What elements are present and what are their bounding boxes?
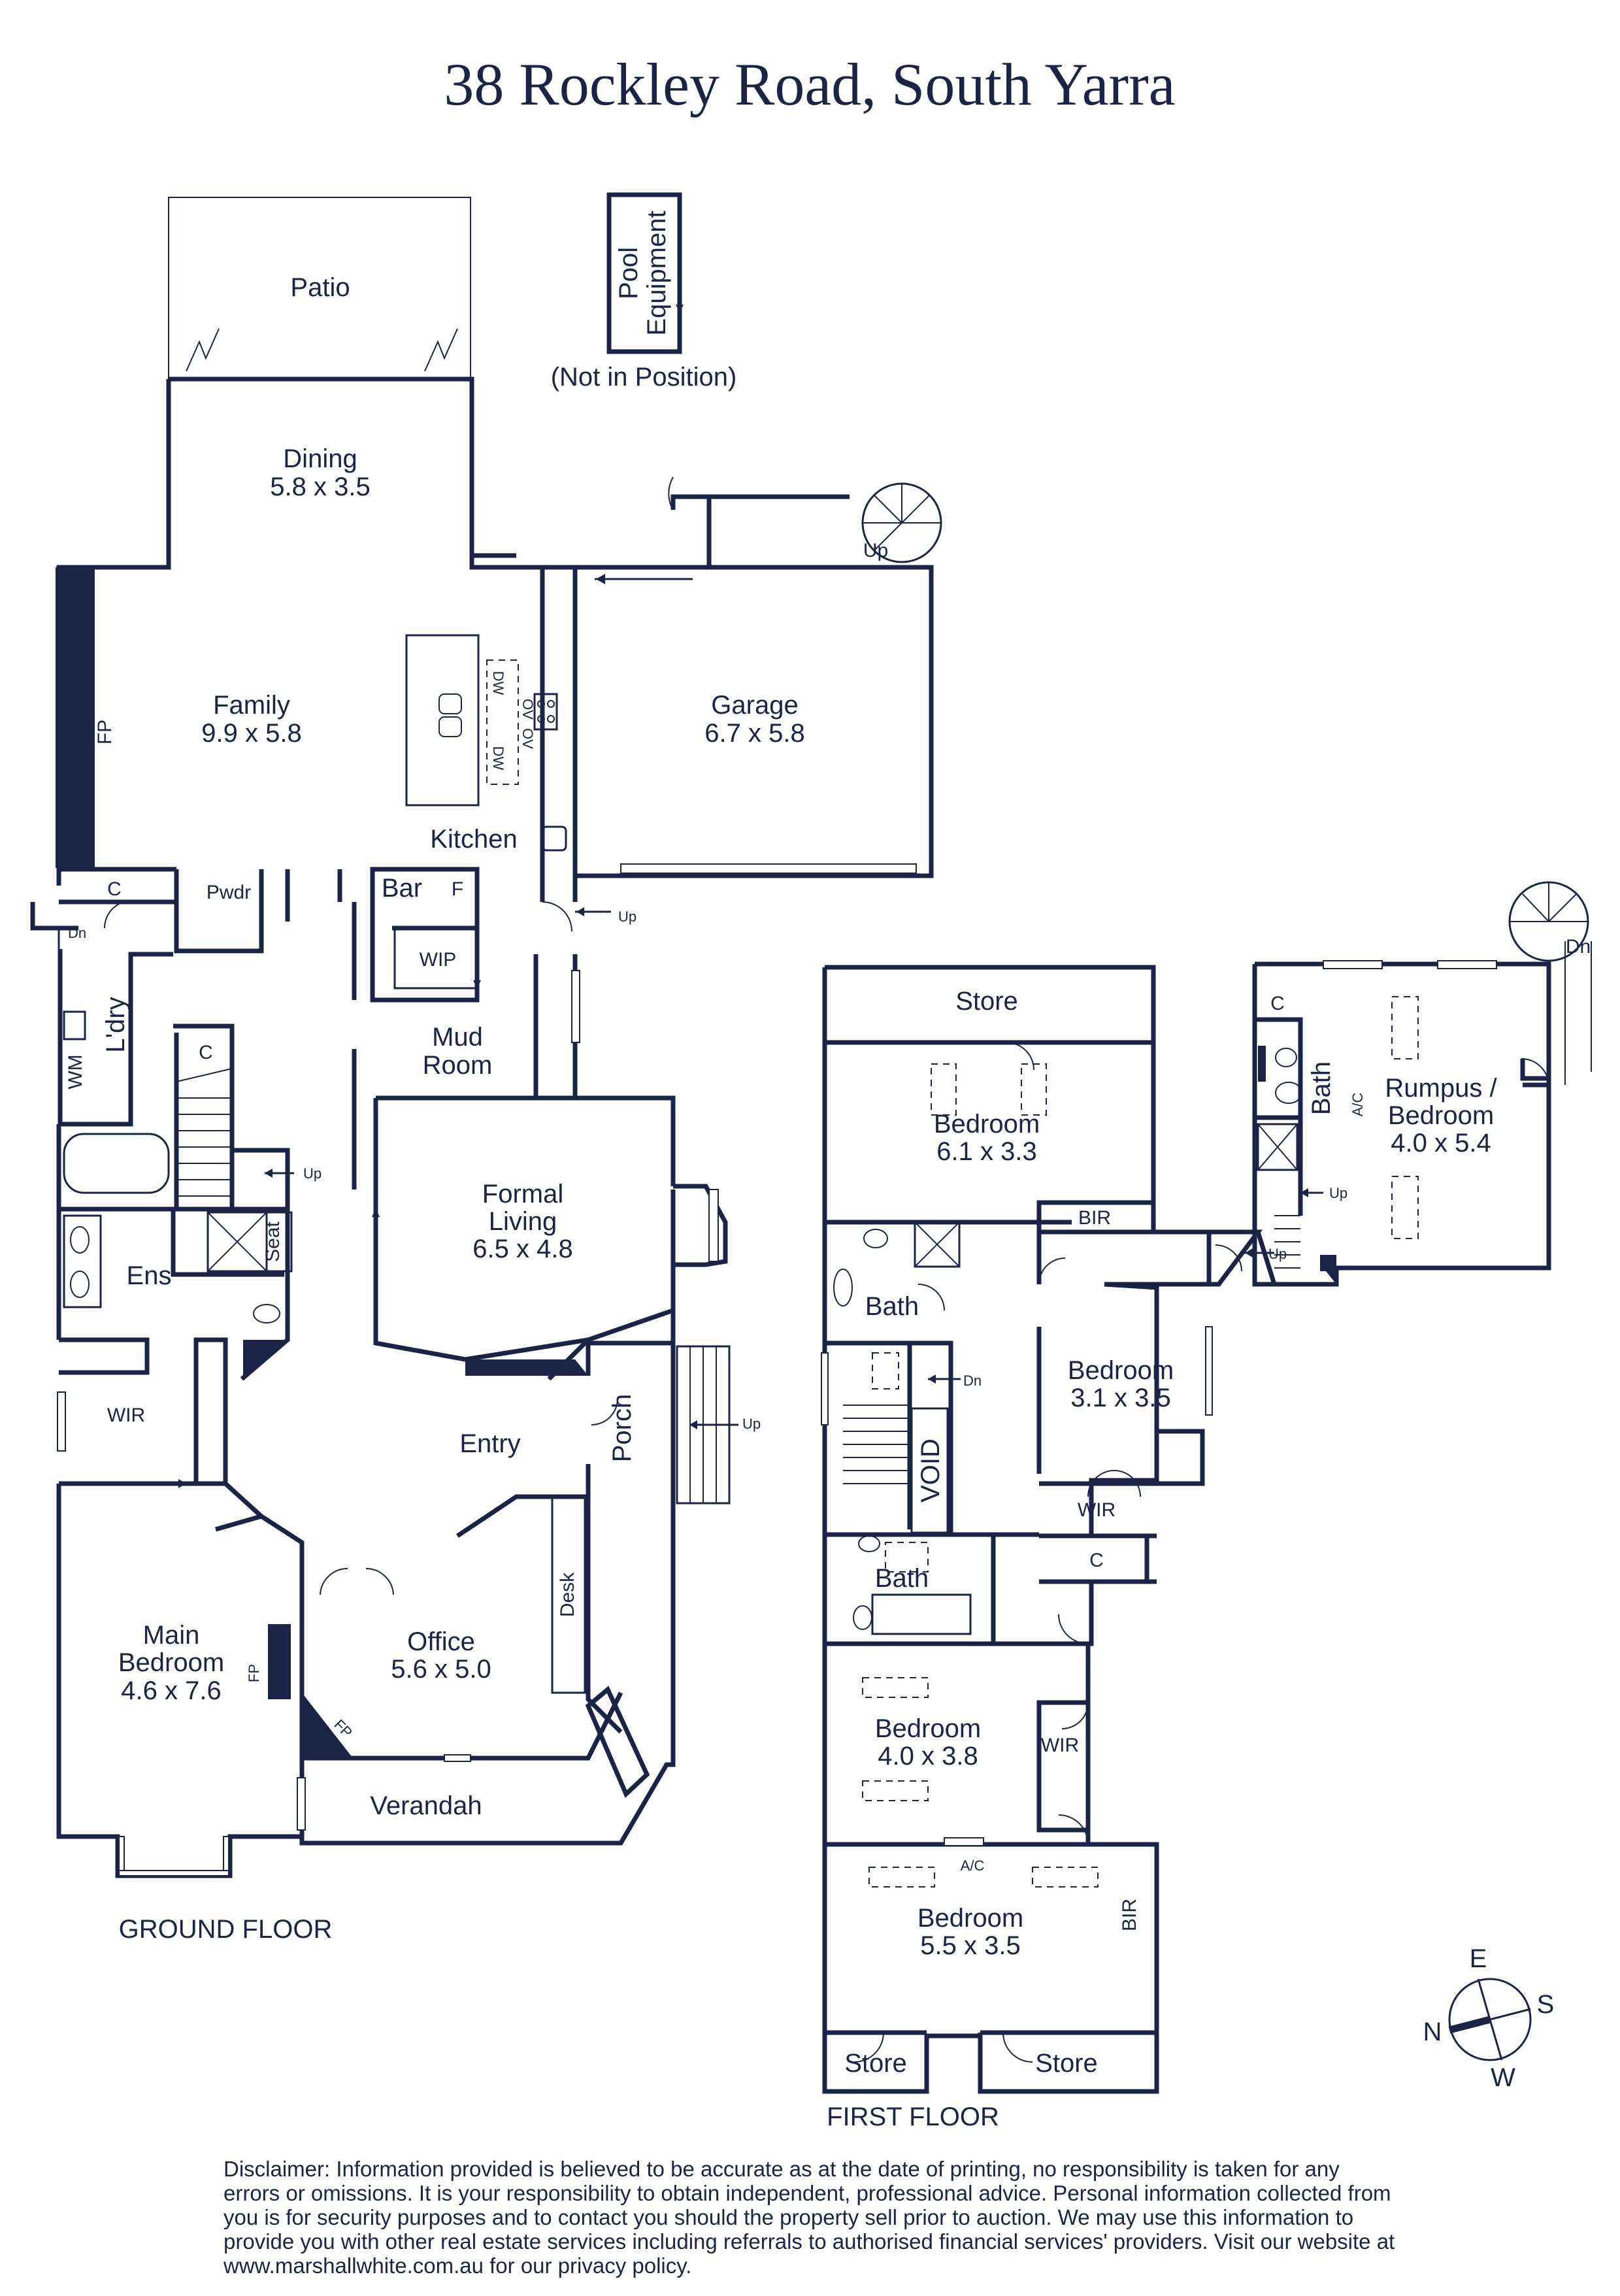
compass-w: W — [1491, 2063, 1515, 2092]
rumpus-cupboard-label: C — [1270, 993, 1285, 1014]
ensuite-label: Ens — [127, 1261, 172, 1290]
garage-label: Garage — [711, 691, 798, 720]
rumpus-label-2: Bedroom — [1388, 1101, 1494, 1130]
main-bedroom-label-2: Bedroom — [118, 1648, 224, 1677]
rumpus-label-1: Rumpus / — [1385, 1074, 1497, 1103]
stair-cupboard-label: C — [199, 1042, 213, 1063]
disclaimer-text: Disclaimer: Information provided is beli… — [223, 2157, 1395, 2278]
entry-label: Entry — [459, 1429, 520, 1458]
ground-wir-label: WIR — [107, 1405, 145, 1426]
kitchen-stair-up-label: Up — [618, 908, 636, 925]
mud-room-label-2: Room — [423, 1051, 493, 1080]
rumpus-spiral-dn-label: Dn — [1566, 936, 1591, 957]
cupboard-label: C — [107, 878, 122, 900]
garage-stair-up-label: Up — [863, 540, 888, 561]
laundry-stair-dn-label: Dn — [68, 925, 86, 941]
laundry-label: L'dry — [101, 997, 130, 1052]
bedroom-2-size: 3.1 x 3.5 — [1070, 1384, 1170, 1412]
seat-label: Seat — [262, 1221, 284, 1261]
bir-1-label: BIR — [1078, 1207, 1111, 1229]
porch-label: Porch — [608, 1394, 636, 1463]
compass: E S W N — [1423, 1944, 1555, 2092]
wir-3-label: WIR — [1041, 1735, 1079, 1756]
compass-s: S — [1537, 1990, 1555, 2019]
bath-1-label: Bath — [865, 1292, 919, 1321]
ov-label-1: OV — [520, 699, 536, 720]
pool-equipment-label-1: Pool — [614, 247, 643, 299]
rumpus-ac-label: A/C — [1349, 1093, 1366, 1117]
garage-size: 6.7 x 5.8 — [704, 719, 804, 748]
compass-rose-icon — [1448, 1978, 1532, 2061]
bar-label: Bar — [382, 874, 422, 903]
mud-room-label-1: Mud — [432, 1023, 483, 1052]
main-bedroom-size: 4.6 x 7.6 — [121, 1676, 221, 1705]
family-fp-label: FP — [94, 720, 116, 744]
family-size: 9.9 x 5.8 — [201, 719, 301, 748]
dining-label: Dining — [283, 444, 357, 473]
rumpus-bath-label: Bath — [1307, 1061, 1336, 1115]
bedroom-1-size: 6.1 x 3.3 — [936, 1137, 1036, 1166]
desk-label: Desk — [557, 1572, 578, 1617]
ground-floor-label: GROUND FLOOR — [119, 1915, 333, 1944]
bedroom-4-size: 5.5 x 3.5 — [920, 1931, 1020, 1960]
main-bedroom-fp-label: FP — [246, 1664, 262, 1682]
ov-label-2: OV — [520, 728, 536, 749]
ens-stair-up-label: Up — [303, 1165, 322, 1182]
dw-label-2: DW — [490, 746, 506, 771]
dw-label-1: DW — [490, 671, 506, 695]
washing-machine-label: WM — [65, 1054, 86, 1089]
bedroom-2-label: Bedroom — [1068, 1356, 1174, 1385]
wir-2-label: WIR — [1078, 1499, 1116, 1521]
bedroom-4-ac-label: A/C — [961, 1857, 985, 1874]
corridor-stair-up-label: Up — [1268, 1246, 1287, 1262]
family-feature-wall — [56, 567, 95, 868]
bath-2-label: Bath — [875, 1564, 929, 1593]
pool-equipment-label-2: Equipment — [642, 210, 671, 335]
bedroom-3-label: Bedroom — [875, 1714, 981, 1743]
family-label: Family — [213, 691, 290, 720]
top-store-label: Store — [955, 987, 1018, 1016]
formal-living-size: 6.5 x 4.8 — [472, 1235, 572, 1263]
main-bedroom-label-1: Main — [143, 1621, 200, 1650]
pool-equipment: Pool Equipment (Not in Position) — [551, 192, 737, 391]
ground-floor-plan — [30, 197, 942, 1878]
dining-size: 5.8 x 3.5 — [270, 473, 370, 501]
rumpus-stair-up-label: Up — [1329, 1185, 1347, 1201]
kitchen-island — [405, 634, 480, 807]
fridge-label: F — [452, 878, 463, 900]
formal-living-label-1: Formal — [482, 1180, 563, 1208]
void-label: VOID — [916, 1439, 945, 1503]
verandah-label: Verandah — [370, 1791, 482, 1820]
not-in-position-note: (Not in Position) — [551, 363, 737, 391]
kitchen-label: Kitchen — [430, 825, 517, 854]
patio-label: Patio — [290, 273, 350, 302]
store-right-label: Store — [1035, 2049, 1098, 2078]
compass-e: E — [1470, 1944, 1487, 1973]
first-stair-dn-label: Dn — [963, 1373, 982, 1389]
compass-n: N — [1423, 2018, 1442, 2046]
bir-4-label: BIR — [1119, 1899, 1140, 1931]
rumpus-size: 4.0 x 5.4 — [1391, 1129, 1491, 1157]
bedroom-3-size: 4.0 x 3.8 — [878, 1742, 978, 1771]
porch-stair-up-label: Up — [742, 1416, 761, 1432]
bedroom-1-label: Bedroom — [934, 1110, 1040, 1139]
powder-label: Pwdr — [207, 882, 251, 903]
store-left-label: Store — [844, 2049, 907, 2078]
first-floor-plan — [821, 881, 1592, 2094]
page-title: 38 Rockley Road, South Yarra — [444, 51, 1175, 118]
wip-label: WIP — [420, 949, 457, 971]
formal-living-label-2: Living — [489, 1207, 557, 1236]
first-cupboard-label: C — [1089, 1550, 1104, 1571]
first-floor-label: FIRST FLOOR — [827, 2103, 999, 2131]
bedroom-4-label: Bedroom — [917, 1904, 1023, 1933]
office-label: Office — [407, 1627, 475, 1656]
office-size: 5.6 x 5.0 — [391, 1655, 491, 1684]
